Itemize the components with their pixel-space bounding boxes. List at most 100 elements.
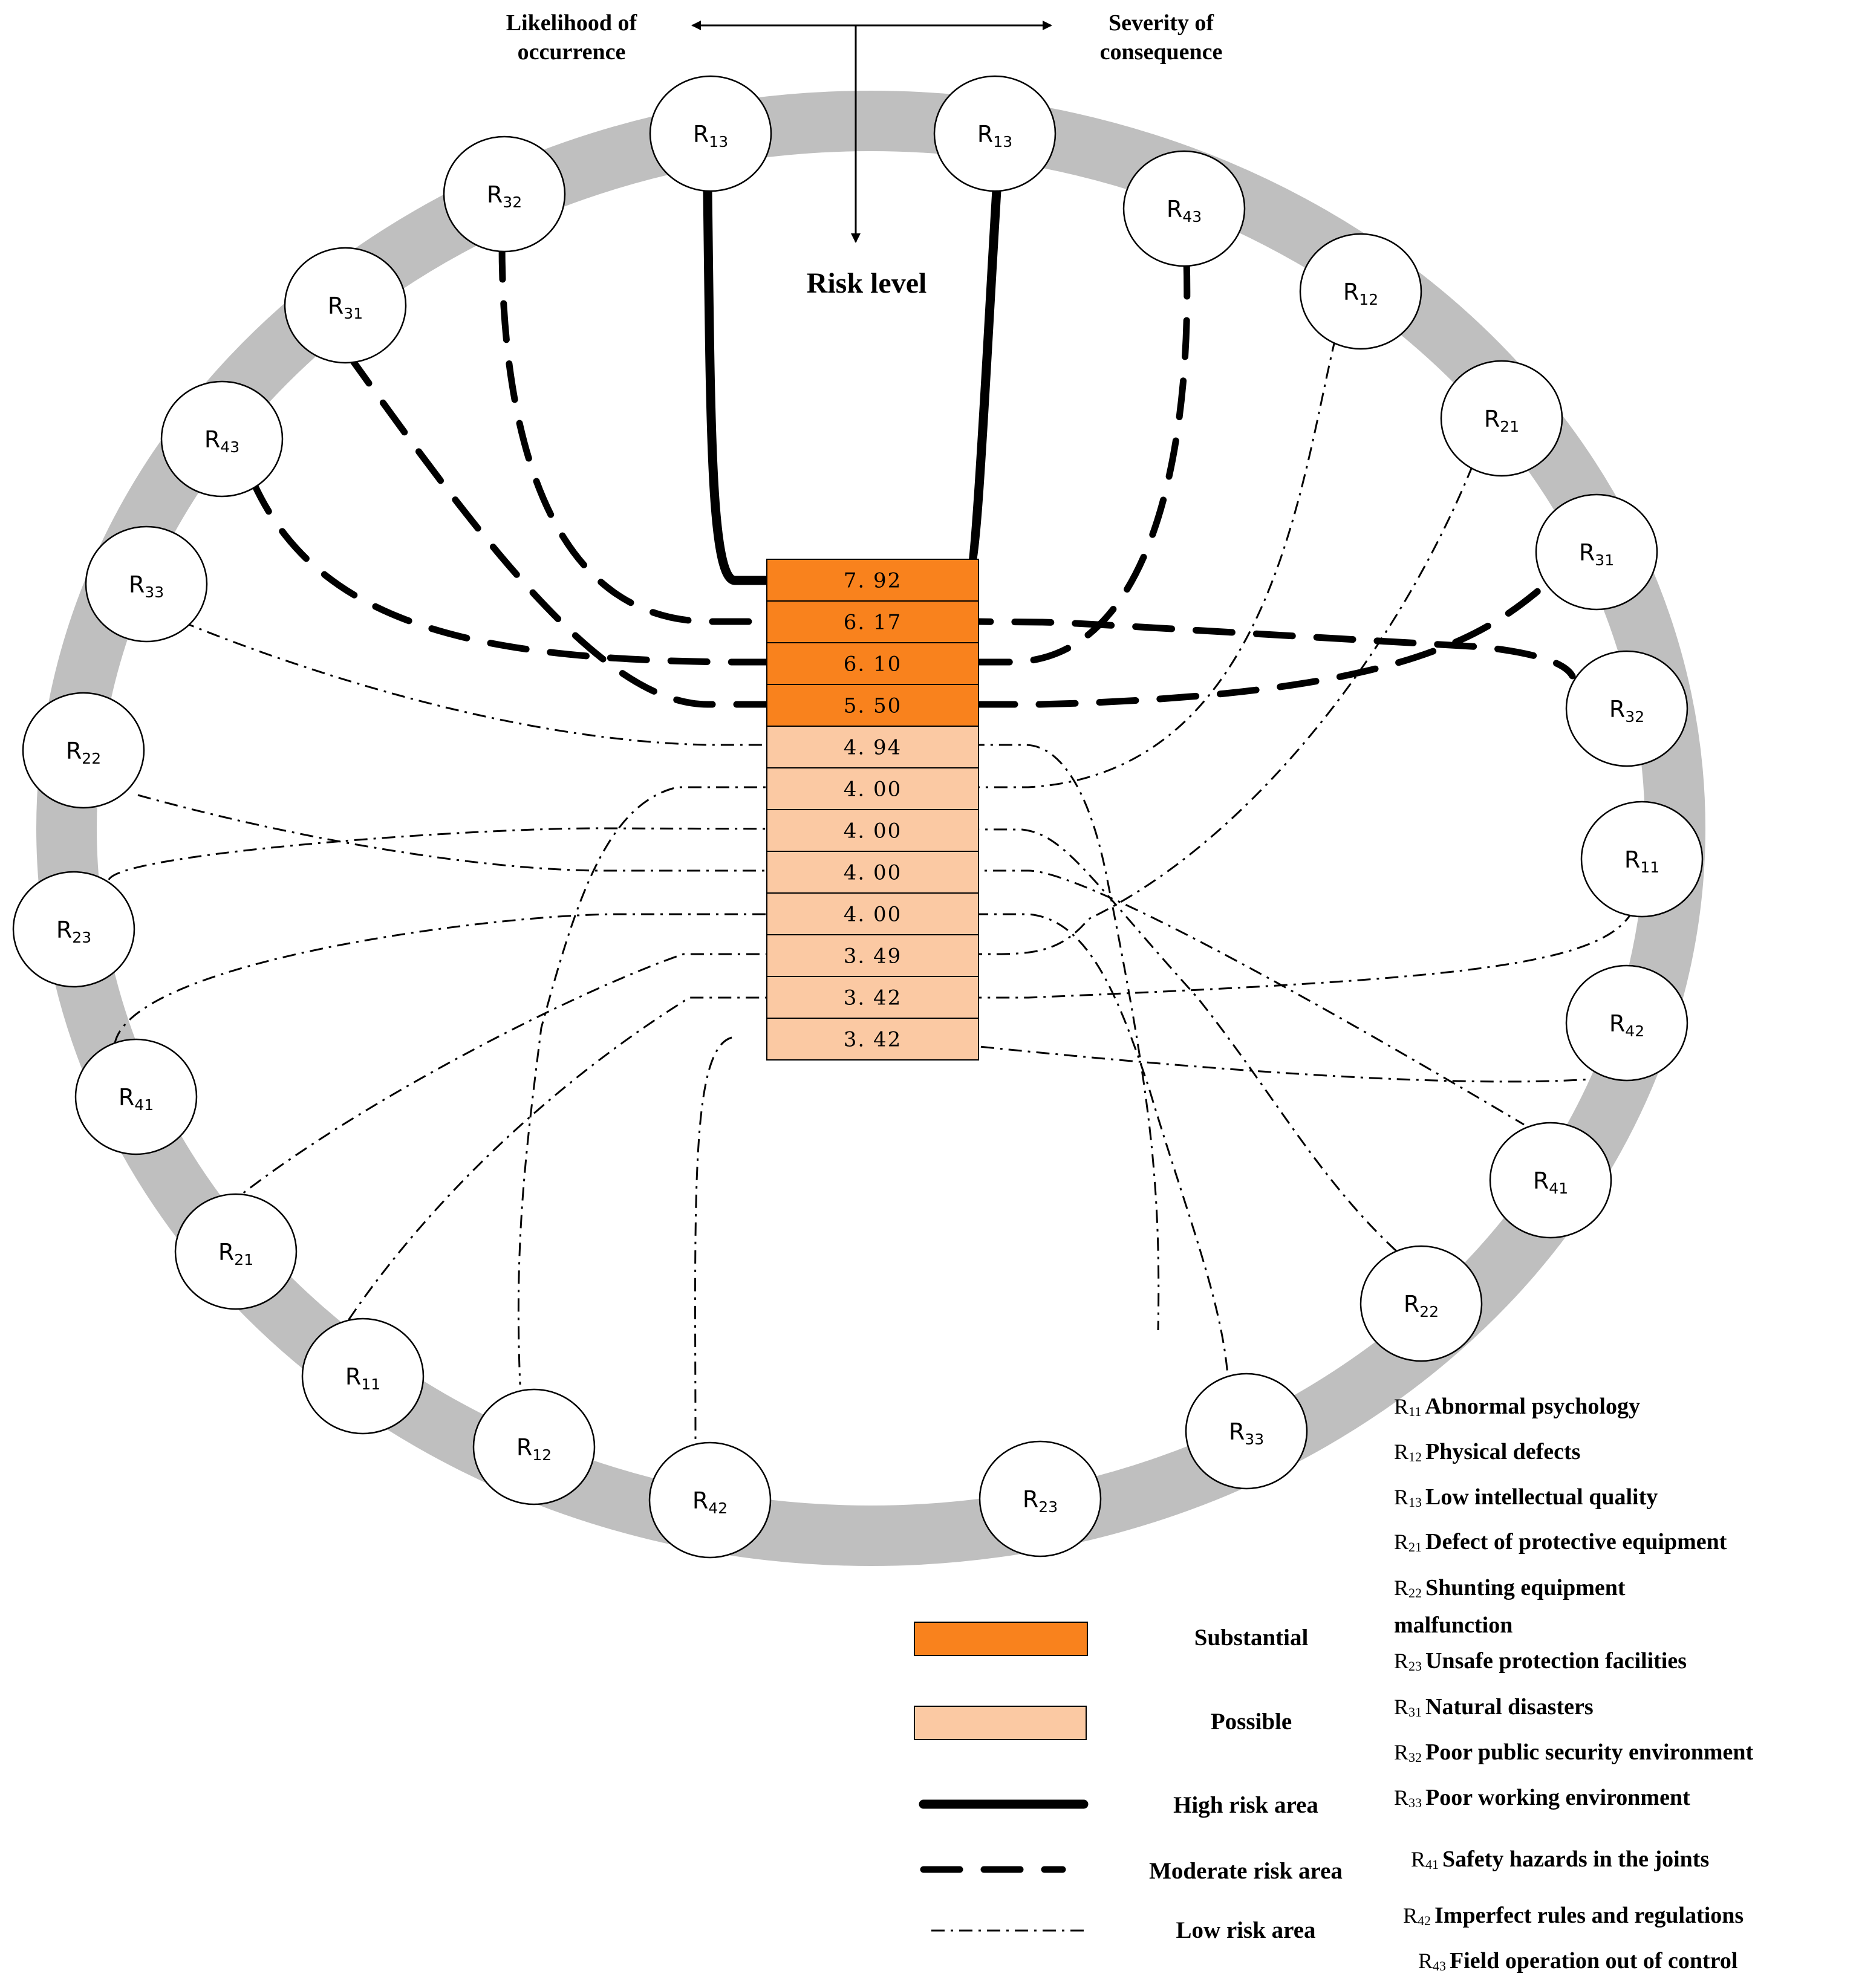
score-cell-possible: [766, 726, 979, 768]
low-risk-line: [108, 827, 1398, 1253]
legend-low-label: Low risk area: [1176, 1917, 1315, 1943]
node-label: R31: [328, 293, 363, 322]
node-left-r43[interactable]: R43: [160, 380, 284, 498]
node-right-r41[interactable]: R41: [1489, 1122, 1612, 1239]
node-label: R32: [1609, 696, 1644, 726]
low-risk-line: [181, 620, 1160, 1331]
node-label: R23: [1023, 1486, 1058, 1516]
node-circle: [1122, 150, 1246, 267]
node-left-r21[interactable]: R21: [174, 1193, 298, 1310]
risk-score-column: 7. 926. 176. 105. 504. 944. 004. 004. 00…: [766, 559, 979, 1061]
node-right-r12[interactable]: R12: [1299, 233, 1422, 350]
node-label: R43: [1167, 196, 1202, 226]
node-left-r41[interactable]: R41: [74, 1038, 198, 1155]
node-circle: [649, 75, 772, 192]
node-label: R43: [204, 426, 239, 456]
node-left-r13[interactable]: R13: [649, 75, 772, 192]
node-circle: [301, 1317, 425, 1435]
low-risk-line: [694, 1036, 732, 1449]
node-label: R12: [1343, 279, 1378, 308]
score-cell-possible: [766, 767, 979, 810]
node-right-r32[interactable]: R32: [1565, 650, 1688, 767]
node-left-r32[interactable]: R32: [443, 135, 566, 253]
score-value: 7. 92: [844, 569, 902, 593]
legend-substantial-swatch: [914, 1622, 1088, 1656]
score-cell-substantial: [766, 600, 979, 643]
severity-label-line1: Severity of: [1109, 10, 1214, 36]
node-right-r23[interactable]: R23: [978, 1440, 1102, 1558]
score-cell-possible: [766, 1018, 979, 1061]
node-label: R41: [1533, 1168, 1568, 1197]
node-circle: [978, 1440, 1102, 1558]
moderate-risk-line: [498, 239, 1576, 680]
node-circle: [1580, 801, 1704, 918]
node-left-r23[interactable]: R23: [12, 871, 135, 988]
node-circle: [284, 247, 407, 364]
node-left-r42[interactable]: R42: [648, 1441, 772, 1559]
low-risk-line: [925, 1044, 1591, 1083]
node-label: R23: [56, 917, 91, 946]
score-value: 4. 00: [844, 778, 902, 802]
node-left-r33[interactable]: R33: [85, 525, 208, 643]
node-left-r12[interactable]: R12: [472, 1388, 596, 1506]
score-value: 4. 94: [844, 736, 902, 760]
score-cell-possible: [766, 892, 979, 935]
high-risk-line: [866, 186, 1001, 584]
risk-factor-nodes: R13R32R31R43R33R22R23R41R21R11R12R42R13R…: [12, 75, 1704, 1559]
likelihood-label-line1: Likelihood of: [506, 10, 638, 36]
node-right-r22[interactable]: R22: [1359, 1245, 1483, 1362]
node-label: R33: [129, 571, 164, 601]
node-circle: [1299, 233, 1422, 350]
node-right-r13[interactable]: R13: [933, 75, 1057, 192]
node-left-r31[interactable]: R31: [284, 247, 407, 364]
low-risk-line: [241, 465, 1474, 1195]
node-right-r31[interactable]: R31: [1535, 493, 1658, 611]
low-risk-line: [517, 338, 1337, 1385]
node-right-r33[interactable]: R33: [1185, 1372, 1308, 1490]
legend-moderate-label: Moderate risk area: [1149, 1858, 1343, 1884]
node-circle: [472, 1388, 596, 1506]
score-value: 3. 42: [844, 1028, 902, 1052]
score-cell-substantial: [766, 684, 979, 727]
node-label: R42: [1609, 1010, 1644, 1040]
node-label: R22: [66, 738, 101, 767]
score-value: 4. 00: [844, 819, 902, 843]
node-label: R32: [487, 181, 522, 211]
node-label: R21: [218, 1239, 253, 1268]
node-left-r22[interactable]: R22: [22, 692, 145, 809]
score-value: 4. 00: [844, 903, 902, 927]
node-right-r21[interactable]: R21: [1440, 360, 1563, 477]
moderate-risk-line: [344, 350, 1552, 708]
node-circle: [74, 1038, 198, 1155]
node-circle: [1565, 650, 1688, 767]
node-right-r43[interactable]: R43: [1122, 150, 1246, 267]
node-left-r11[interactable]: R11: [301, 1317, 425, 1435]
node-circle: [174, 1193, 298, 1310]
node-label: R41: [119, 1084, 154, 1114]
node-label: R22: [1404, 1291, 1439, 1320]
node-label: R21: [1484, 406, 1519, 435]
legend-substantial-label: Substantial: [1194, 1625, 1309, 1651]
score-cell-possible: [766, 976, 979, 1019]
node-right-r11[interactable]: R11: [1580, 801, 1704, 918]
node-circle: [1440, 360, 1563, 477]
score-value: 4. 00: [844, 861, 902, 885]
score-cell-possible: [766, 934, 979, 977]
node-label: R11: [1624, 846, 1659, 876]
risk-level-title: Risk level: [807, 267, 927, 299]
node-label: R31: [1579, 539, 1614, 569]
node-circle: [1489, 1122, 1612, 1239]
low-risk-line: [347, 910, 1634, 1322]
node-right-r42[interactable]: R42: [1565, 964, 1688, 1082]
node-circle: [1185, 1372, 1308, 1490]
